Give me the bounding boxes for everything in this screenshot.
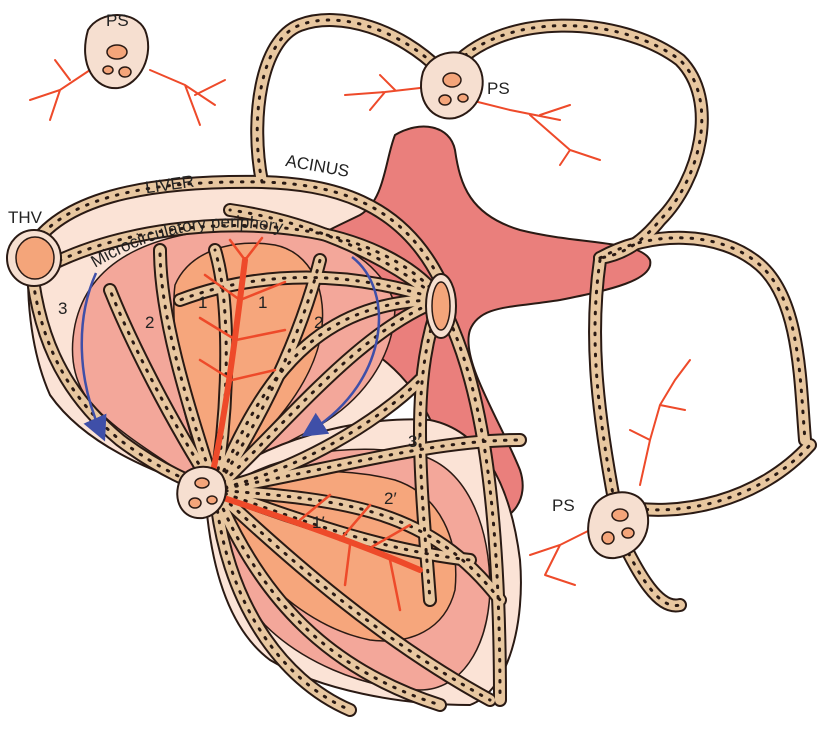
label-ps-top-right: PS (487, 79, 510, 98)
zone-label-3-prime: 3′ (408, 432, 421, 451)
label-ps-bottom-right: PS (552, 496, 575, 515)
zone-label-1-right: 1 (258, 293, 267, 312)
terminal-hepatic-venule-icon (7, 230, 61, 286)
label-ps-top-left: PS (106, 11, 129, 30)
portal-space-icon (177, 467, 226, 518)
label-acinus: ACINUS (284, 151, 351, 181)
label-thv: THV (8, 208, 43, 227)
zone-label-1-prime: 1′ (312, 513, 325, 532)
zone-label-2-right: 2 (314, 313, 323, 332)
zone-label-3-left: 3 (58, 299, 67, 318)
portal-space-icon (421, 52, 483, 118)
zone-label-1-left: 1 (198, 293, 207, 312)
star-central-vessel (426, 274, 456, 338)
zone-label-2-left: 2 (145, 313, 154, 332)
zone-label-2-prime: 2′ (384, 489, 397, 508)
portal-space-icon (588, 492, 648, 558)
